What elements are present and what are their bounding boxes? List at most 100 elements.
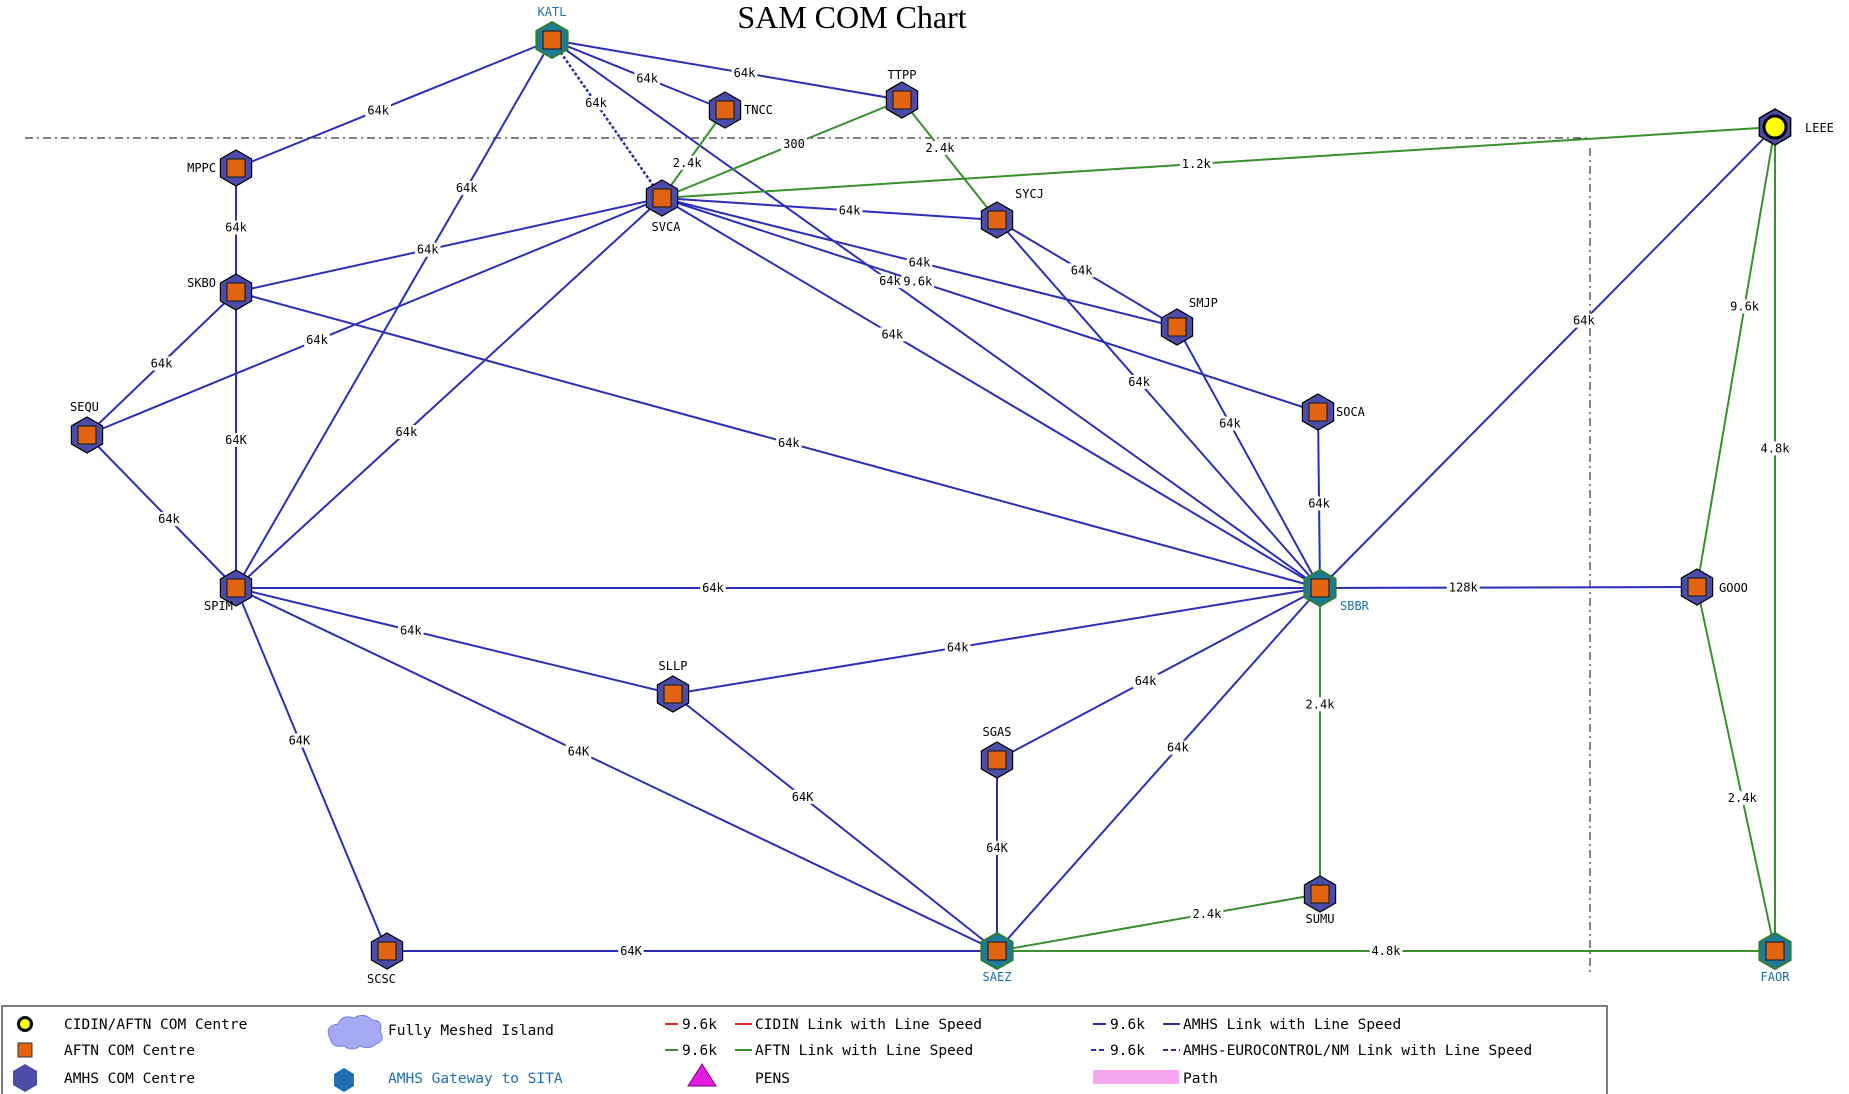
aftn-centre-icon — [226, 578, 246, 598]
node-ttpp[interactable]: TTPP — [885, 68, 919, 119]
link-speed-label: 64k — [158, 512, 180, 526]
link-speed-label: 1.2k — [1182, 157, 1212, 171]
legend-amhs-centre: AMHS COM Centre — [13, 1064, 195, 1092]
aftn-centre-icon — [1310, 578, 1330, 598]
link-spim-sllp — [235, 587, 674, 695]
link-svca-leee — [661, 126, 1776, 199]
link-spim-scsc — [235, 587, 388, 952]
link-label-bg — [1758, 441, 1792, 456]
aftn-centre-icon — [226, 158, 246, 178]
legend-meshed-island: Fully Meshed Island — [327, 1014, 554, 1050]
chart-title: SAM COM Chart — [737, 0, 966, 35]
node-label: SCSC — [367, 972, 396, 986]
link-speed-label: 2.4k — [926, 141, 956, 155]
link-speed-label: 300 — [783, 137, 805, 151]
link-speed-label: 64k — [909, 256, 931, 270]
link-label-bg — [877, 274, 903, 289]
link-sbbr-gooo — [1319, 586, 1698, 589]
link-svca-soca — [661, 197, 1319, 413]
legend-amhs-link: 9.6k AMHS Link with Line Speed — [1093, 1017, 1401, 1033]
aftn-centre-icon — [1167, 317, 1187, 337]
node-label: SOCA — [1336, 405, 1366, 419]
node-gooo[interactable]: GOOO — [1680, 568, 1748, 606]
link-tncc-svca — [661, 109, 726, 199]
link-speed-label: 64k — [396, 425, 418, 439]
link-speed-label: 2.4k — [1306, 697, 1336, 711]
link-ttpp-sycj — [901, 99, 998, 221]
link-label-bg — [148, 356, 175, 371]
link-speed-label: 64k — [417, 243, 439, 257]
node-sbbr[interactable]: SBBR — [1303, 568, 1370, 613]
node-faor[interactable]: FAOR — [1758, 931, 1792, 984]
legend-amhs-centre-label: AMHS COM Centre — [64, 1071, 195, 1087]
link-speed-label: 4.8k — [1372, 944, 1402, 958]
link-label-bg — [398, 623, 424, 638]
node-svca[interactable]: SVCA — [645, 179, 682, 234]
link-label-bg — [393, 425, 420, 439]
node-label: SAEZ — [983, 970, 1012, 984]
aftn-centre-icon — [892, 90, 912, 110]
legend-cidin-centre-label: CIDIN/AFTN COM Centre — [64, 1017, 247, 1033]
node-label: SVCA — [652, 220, 682, 234]
node-label: GOOO — [1719, 581, 1748, 595]
node-tncc[interactable]: TNCC — [708, 91, 773, 129]
link-label-bg — [700, 581, 726, 595]
node-spim[interactable]: SPIM — [204, 569, 253, 613]
link-speed-label: 64k — [778, 436, 800, 450]
link-label-bg — [156, 512, 182, 527]
node-sllp[interactable]: SLLP — [656, 659, 690, 713]
node-smjp[interactable]: SMJP — [1160, 296, 1218, 346]
aftn-centre-icon — [987, 941, 1007, 961]
link-speed-label: 2.4k — [673, 156, 703, 170]
amhs-centre-icon — [13, 1064, 37, 1092]
link-speed-label: 64K — [225, 433, 247, 447]
legend-aftn-link: 9.6k AFTN Link with Line Speed — [665, 1043, 973, 1059]
node-soca[interactable]: SOCA — [1301, 393, 1366, 431]
node-mppc[interactable]: MPPC — [187, 149, 253, 187]
node-label: LEEE — [1805, 121, 1834, 135]
link-label-bg — [453, 180, 480, 195]
node-katl[interactable]: KATL — [535, 5, 569, 60]
legend-amhs-link-label: AMHS Link with Line Speed — [1183, 1017, 1401, 1033]
link-label-bg — [836, 203, 863, 218]
pens-icon — [687, 1063, 717, 1087]
link-label-bg — [1369, 944, 1403, 958]
legend-box — [1, 1005, 1608, 1094]
legend: CIDIN/AFTN COM Centre AFTN COM Centre AM… — [1, 1005, 1608, 1094]
link-speed-label: 64k — [1308, 497, 1330, 511]
link-label-bg — [923, 141, 957, 155]
node-sumu[interactable]: SUMU — [1303, 875, 1337, 926]
aftn-centre-icon — [1308, 402, 1328, 422]
link-svca-skbo — [235, 197, 663, 293]
node-label: FAOR — [1761, 970, 1791, 984]
link-label-bg — [634, 71, 660, 86]
link-speed-label: 64k — [947, 640, 969, 654]
link-svca-spim — [235, 197, 663, 589]
node-scsc[interactable]: SCSC — [367, 932, 404, 986]
link-label-bg — [901, 274, 935, 289]
cloud-icon — [327, 1014, 383, 1050]
node-leee[interactable]: LEEE — [1758, 108, 1834, 146]
node-label: TNCC — [744, 103, 773, 117]
node-label: MPPC — [187, 161, 216, 175]
node-sycj[interactable]: SYCJ — [980, 187, 1044, 239]
node-label: SGAS — [983, 725, 1012, 739]
link-speed-label: 9.6k — [1730, 299, 1760, 313]
link-speed-label: 64k — [1135, 674, 1157, 688]
legend-pens: PENS — [687, 1063, 790, 1087]
legend-cidin-speed: 9.6k — [682, 1017, 717, 1033]
link-speed-label: 64k — [1167, 741, 1189, 755]
link-speed-label: 64k — [1573, 314, 1595, 328]
node-sgas[interactable]: SGAS — [980, 725, 1014, 779]
aftn-centre-icon — [663, 684, 683, 704]
node-sequ[interactable]: SEQU — [70, 400, 104, 454]
node-saez[interactable]: SAEZ — [980, 931, 1014, 984]
nodes-layer: KATL TNCC TTPP LEEE MPPC SVCA SYCJ SKBO SMJP SEQU… — [70, 5, 1834, 986]
link-label-bg — [879, 327, 906, 342]
legend-amhs-nm-link-label: AMHS-EUROCONTROL/NM Link with Line Speed — [1183, 1043, 1532, 1059]
aftn-centre-icon — [377, 941, 397, 961]
link-sequ-spim — [86, 434, 237, 589]
node-skbo[interactable]: SKBO — [187, 273, 253, 311]
link-label-bg — [583, 96, 609, 111]
link-speed-label: 64k — [151, 357, 173, 371]
